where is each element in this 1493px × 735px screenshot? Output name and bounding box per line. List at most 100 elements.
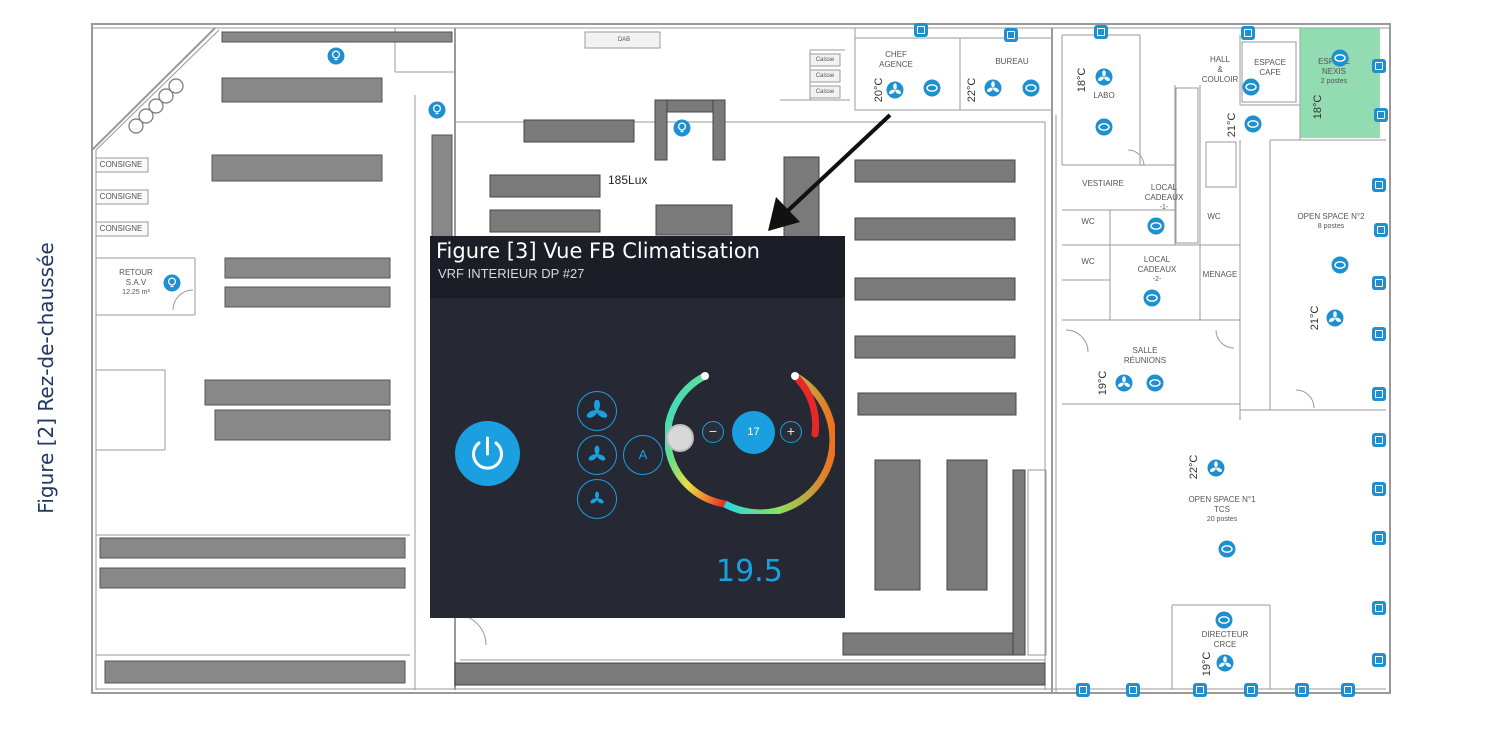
window-sensor-icon[interactable] [1372,601,1386,615]
fan-auto-button[interactable]: A [623,435,663,475]
window-sensor-icon[interactable] [1374,108,1388,122]
air-conditioner-icon[interactable] [1022,79,1040,97]
fan-unit-icon[interactable] [886,81,904,99]
increase-setpoint-button[interactable]: + [780,421,802,443]
air-conditioner-icon[interactable] [1331,49,1349,67]
room-label-line: Caisse [815,57,835,63]
temperature-label-bureau: 22°C [966,77,978,103]
fan-icon [586,400,608,418]
room-label-line: LOCAL [1143,255,1171,264]
window-sensor-icon[interactable] [1295,683,1309,697]
window-sensor-icon[interactable] [1241,26,1255,40]
room-label-line: AGENCE [879,60,913,69]
fan-speed-high-button[interactable] [577,391,617,431]
room-label-line: CONSIGNE [99,160,143,169]
room-label-consigne-2: CONSIGNE [100,192,143,202]
window-sensor-icon[interactable] [1372,387,1386,401]
room-note: 2 postes [1320,78,1348,85]
room-label-dab: DAB [618,35,630,45]
light-bulb-icon[interactable] [327,47,345,65]
room-label-line: VESTIAIRE [1082,179,1124,188]
temperature-label-labo: 18°C [1076,67,1088,93]
room-note: -2- [1152,276,1162,283]
room-label-line: OPEN SPACE N°1 [1188,495,1256,504]
air-conditioner-icon[interactable] [1244,115,1262,133]
setpoint-knob[interactable] [666,424,694,452]
room-label-hall: HALL&COULOIR [1202,55,1238,85]
window-sensor-icon[interactable] [1193,683,1207,697]
window-sensor-icon[interactable] [1076,683,1090,697]
room-label-line: CHEF [885,50,907,59]
window-sensor-icon[interactable] [914,23,928,37]
window-sensor-icon[interactable] [1126,683,1140,697]
room-label-wc-1: WC [1081,217,1094,227]
room-label-line: CONSIGNE [99,192,143,201]
room-label-line: Caisse [815,89,835,95]
window-sensor-icon[interactable] [1372,178,1386,192]
fan-unit-icon[interactable] [984,79,1002,97]
current-temperature: 19.5 [716,554,783,589]
window-sensor-icon[interactable] [1094,25,1108,39]
fan-unit-icon[interactable] [1216,654,1234,672]
window-sensor-icon[interactable] [1372,482,1386,496]
fan-unit-icon[interactable] [1207,459,1225,477]
room-label-line: DIRECTEUR [1201,630,1249,639]
air-conditioner-icon[interactable] [1146,374,1164,392]
room-label-line: & [1217,65,1223,74]
fan-speed-medium-button[interactable] [577,435,617,475]
power-button[interactable] [455,421,520,486]
temperature-label-directeur: 19°C [1201,651,1213,677]
air-conditioner-icon[interactable] [1147,217,1165,235]
window-sensor-icon[interactable] [1372,276,1386,290]
window-sensor-icon[interactable] [1341,683,1355,697]
window-sensor-icon[interactable] [1372,653,1386,667]
temperature-label-chef-agence: 20°C [873,77,885,103]
room-label-line: WC [1207,212,1221,221]
power-icon [472,436,503,470]
panel-header: Figure [3] Vue FB Climatisation VRF INTE… [430,236,845,298]
room-label-line: CRCE [1213,640,1237,649]
room-label-line: LOCAL [1150,183,1178,192]
room-label-consigne-1: CONSIGNE [100,160,143,170]
room-label-line: CADEAUX [1144,193,1184,202]
air-conditioner-icon[interactable] [1218,540,1236,558]
window-sensor-icon[interactable] [1372,59,1386,73]
window-sensor-icon[interactable] [1244,683,1258,697]
room-label-labo: LABO [1093,91,1114,101]
room-label-line: SALLE [1132,346,1158,355]
light-bulb-icon[interactable] [428,101,446,119]
air-conditioner-icon[interactable] [1143,289,1161,307]
room-label-line: RETOUR [119,268,153,277]
room-label-line: COULOIR [1201,75,1239,84]
figure-2-title: Figure [2] Rez-de-chaussée [34,242,58,514]
room-label-line: MENAGE [1202,270,1238,279]
room-label-line: S.A.V [125,278,147,287]
light-bulb-icon[interactable] [163,274,181,292]
window-sensor-icon[interactable] [1372,433,1386,447]
room-label-line: WC [1081,257,1095,266]
air-conditioner-icon[interactable] [923,79,941,97]
air-conditioner-icon[interactable] [1331,256,1349,274]
window-sensor-icon[interactable] [1374,223,1388,237]
fan-unit-icon[interactable] [1326,309,1344,327]
air-conditioner-icon[interactable] [1215,611,1233,629]
window-sensor-icon[interactable] [1372,327,1386,341]
decrease-setpoint-button[interactable]: − [702,421,724,443]
fan-unit-icon[interactable] [1115,374,1133,392]
fan-unit-icon[interactable] [1095,68,1113,86]
window-sensor-icon[interactable] [1372,531,1386,545]
window-sensor-icon[interactable] [1004,28,1018,42]
room-label-line: TCS [1213,505,1230,514]
air-conditioner-icon[interactable] [1095,118,1113,136]
air-conditioner-icon[interactable] [1242,78,1260,96]
fan-speed-low-button[interactable] [577,479,617,519]
room-label-line: CONSIGNE [99,224,143,233]
room-label-caisse-3: Caisse [816,87,834,97]
light-bulb-icon[interactable] [673,119,691,137]
